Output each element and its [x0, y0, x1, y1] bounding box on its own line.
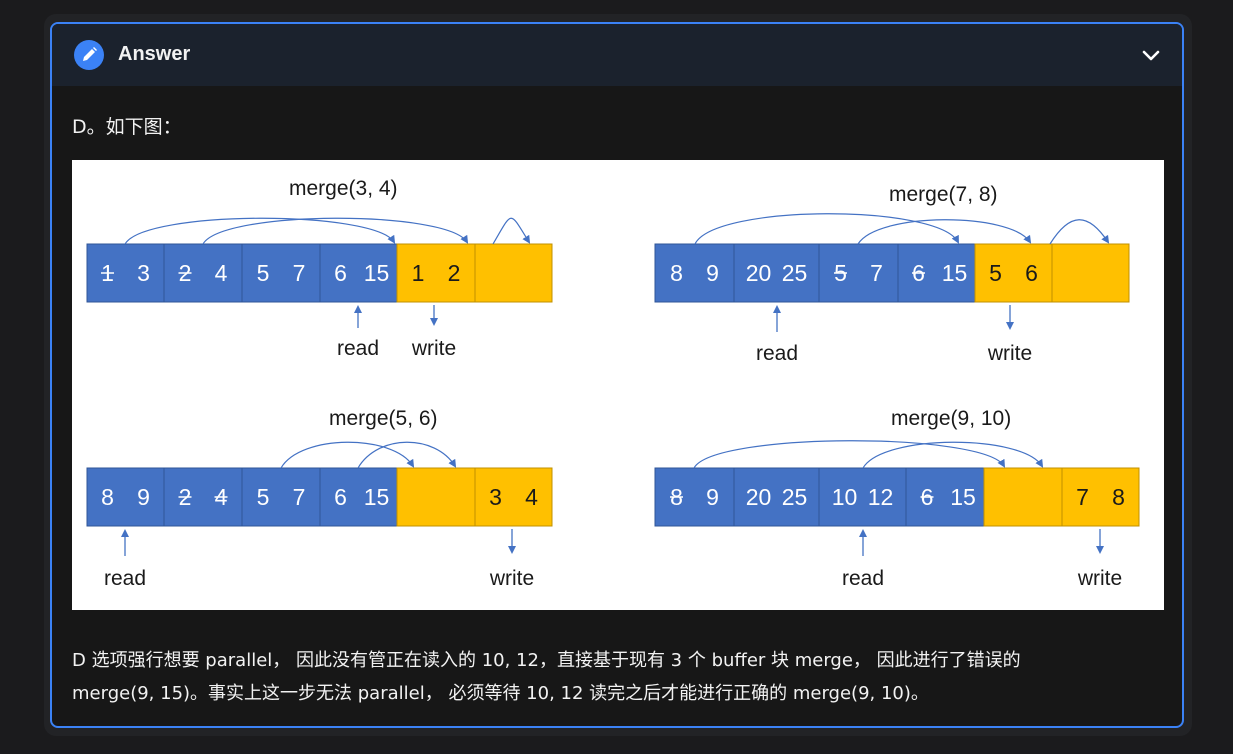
block-value: 9 — [706, 484, 719, 510]
block-value: 8 — [1112, 484, 1125, 510]
buffer-block — [163, 467, 243, 527]
merge-label: merge(5, 6) — [329, 407, 438, 430]
block-value: 7 — [1076, 484, 1089, 510]
merge-arrow — [694, 213, 959, 245]
buffer-block — [319, 243, 398, 303]
merge-arrow — [1049, 219, 1110, 245]
write-label: write — [1077, 567, 1122, 590]
merge-label: merge(9, 10) — [891, 407, 1011, 430]
buffer-block — [818, 467, 907, 527]
block-value: 15 — [364, 484, 390, 510]
block-value: 7 — [870, 260, 883, 286]
block-value: 20 — [746, 260, 772, 286]
block-value: 4 — [215, 260, 228, 286]
description-line-2: merge(9, 15)。事实上这一步无法 parallel， 必须等待 10,… — [72, 683, 929, 704]
answer-description: D 选项强行想要 parallel， 因此没有管正在读入的 10, 12，直接基… — [72, 644, 1152, 710]
buffer-block — [1051, 243, 1130, 303]
block-value: 5 — [257, 484, 270, 510]
block-value: 3 — [489, 484, 502, 510]
read-label: read — [756, 342, 798, 365]
answer-intro: D。如下图： — [72, 116, 182, 138]
block-value: 2 — [448, 260, 461, 286]
block-value: 15 — [950, 484, 976, 510]
buffer-block — [474, 467, 553, 527]
block-value: 5 — [257, 260, 270, 286]
read-label: read — [337, 337, 379, 360]
answer-header[interactable]: Answer — [52, 24, 1182, 86]
merge-arrow — [693, 440, 1006, 469]
block-value: 9 — [137, 484, 150, 510]
block-value: 20 — [746, 484, 772, 510]
block-value: 6 — [1025, 260, 1038, 286]
merge-arrow — [857, 219, 1032, 245]
block-value: 15 — [364, 260, 390, 286]
chevron-down-icon[interactable] — [1140, 44, 1162, 66]
block-value: 5 — [989, 260, 1002, 286]
merge-arrow — [492, 217, 531, 245]
buffer-block — [654, 243, 735, 303]
pencil-icon — [74, 40, 104, 70]
block-value: 10 — [832, 484, 858, 510]
block-value: 3 — [137, 260, 150, 286]
buffer-block — [241, 467, 321, 527]
buffer-block — [241, 243, 321, 303]
answer-title: Answer — [118, 43, 191, 65]
block-value: 1 — [412, 260, 425, 286]
buffer-block — [86, 243, 165, 303]
block-value: 25 — [782, 484, 808, 510]
block-value: 25 — [782, 260, 808, 286]
write-label: write — [489, 567, 534, 590]
merge-label: merge(7, 8) — [889, 183, 998, 206]
merge-arrow — [862, 441, 1044, 469]
read-label: read — [104, 567, 146, 590]
buffer-block — [396, 243, 476, 303]
buffer-block — [733, 243, 820, 303]
buffer-block — [818, 243, 899, 303]
block-value: 12 — [868, 484, 894, 510]
buffer-block — [905, 467, 985, 527]
block-value: 15 — [942, 260, 968, 286]
block-value: 8 — [670, 260, 683, 286]
buffer-block — [86, 467, 165, 527]
block-value: 9 — [706, 260, 719, 286]
write-label: write — [411, 337, 456, 360]
block-value: 8 — [101, 484, 114, 510]
merge-arrow — [202, 217, 469, 245]
read-label: read — [842, 567, 884, 590]
buffer-block — [654, 467, 735, 527]
block-value: 4 — [525, 484, 538, 510]
buffer-block — [474, 243, 553, 303]
merge-arrow — [357, 441, 457, 469]
block-value: 6 — [334, 260, 347, 286]
buffer-block — [983, 467, 1063, 527]
description-line-1: D 选项强行想要 parallel， 因此没有管正在读入的 10, 12，直接基… — [72, 650, 1021, 671]
merge-arrow — [124, 217, 396, 245]
buffer-block — [1061, 467, 1140, 527]
buffer-block — [163, 243, 243, 303]
block-value: 6 — [334, 484, 347, 510]
block-value: 7 — [293, 484, 306, 510]
buffer-block — [897, 243, 976, 303]
merge-label: merge(3, 4) — [289, 177, 398, 200]
write-label: write — [987, 342, 1032, 365]
block-value: 7 — [293, 260, 306, 286]
buffer-block — [974, 243, 1053, 303]
merge-arrow — [280, 441, 415, 469]
buffer-block — [396, 467, 476, 527]
